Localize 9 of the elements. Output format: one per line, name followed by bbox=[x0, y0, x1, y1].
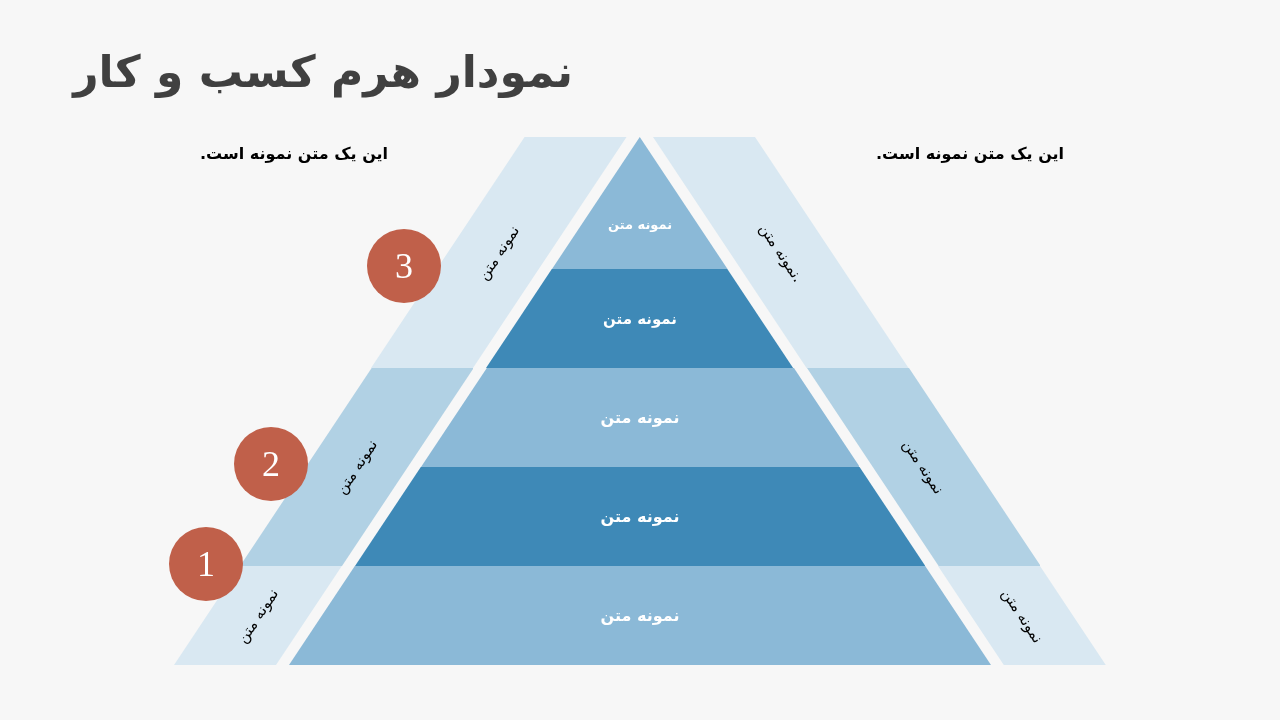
pyramid-level: نمونه متن bbox=[552, 137, 728, 269]
side-band: نمونه متن bbox=[938, 566, 1106, 665]
side-band: نمونه متن bbox=[806, 368, 1041, 566]
title: نمودار هرم کسب و کار bbox=[73, 45, 573, 99]
number-circle: 3 bbox=[367, 229, 441, 303]
pyramid-level: نمونه متن bbox=[289, 566, 991, 665]
number-circle: 1 bbox=[169, 527, 243, 601]
number-circle: 2 bbox=[234, 427, 308, 501]
pyramid-level: نمونه متن bbox=[420, 368, 860, 467]
